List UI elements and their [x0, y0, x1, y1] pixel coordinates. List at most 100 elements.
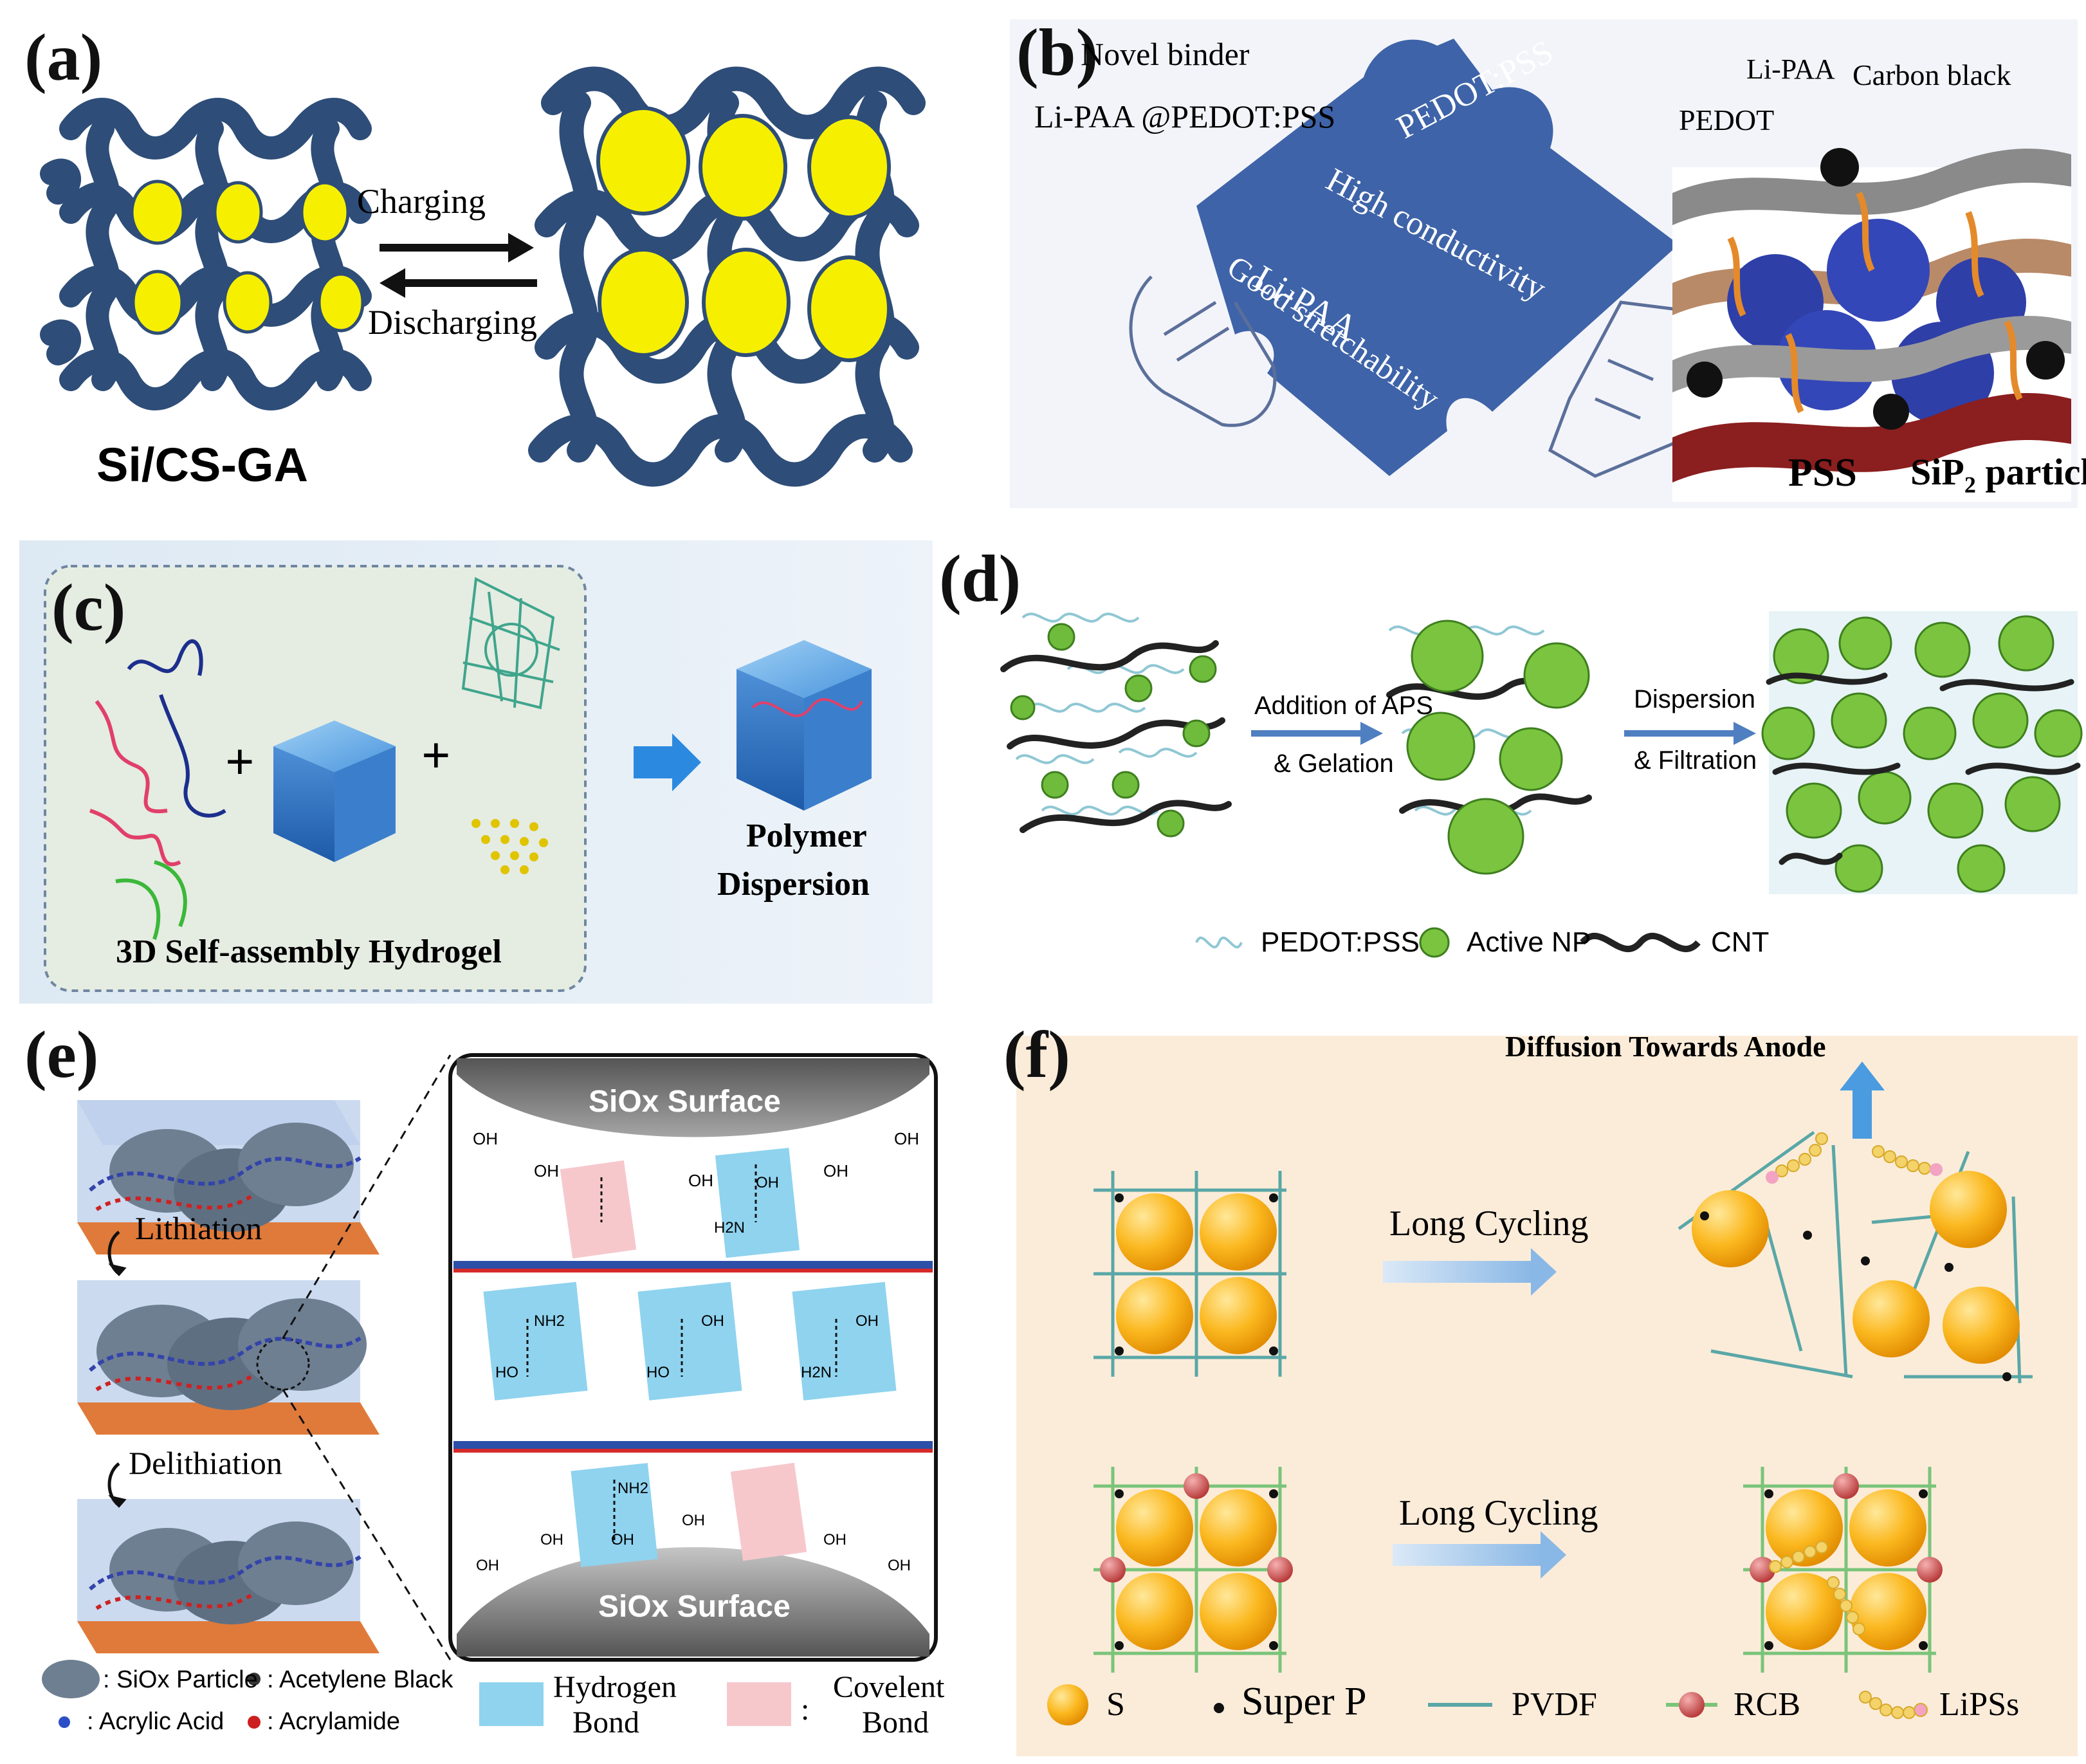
electrode-pristine [77, 1100, 380, 1254]
oh-label-b1: OH [611, 1531, 634, 1548]
panel-c: (c) + + 3D Self-assembly Hydrogel Polyme… [0, 540, 939, 1004]
nanoparticle-dots [471, 819, 548, 874]
oh-label-mid-2: OH [701, 1312, 724, 1330]
legend-active-np-label: Active NP [1467, 926, 1591, 958]
diffusion-label: Diffusion Towards Anode [1505, 1030, 1826, 1063]
legend-s-label: S [1106, 1686, 1125, 1723]
oh-label-b5: OH [823, 1531, 846, 1548]
polymer-network-small [40, 98, 372, 410]
step1-arrow [1251, 722, 1383, 745]
ho-label-2: HO [646, 1364, 670, 1381]
panel-d-label: (d) [939, 542, 1021, 616]
rcb-beads-pristine [1100, 1473, 1293, 1583]
process-arcs [107, 1231, 127, 1508]
panel-b: (b) Novel binder Li-PAA @PEDOT:PSS PEDOT… [1003, 0, 2086, 515]
bond-dashes [526, 1164, 837, 1544]
nh2-label-bottom: NH2 [618, 1480, 649, 1497]
zoom-lines [282, 1054, 452, 1660]
sip2-rest: particle [1985, 451, 2086, 493]
discharging-label: Discharging [368, 303, 537, 342]
panel-b-graphic [1010, 19, 2078, 508]
legend-pedot-label: PEDOT:PSS [1261, 926, 1420, 958]
panel-e-label: (e) [24, 1018, 99, 1092]
hydrogel-box-caption: 3D Self-assembly Hydrogel [116, 933, 502, 970]
dispersion-line-2: Dispersion [717, 866, 870, 903]
long-cycling-label-2: Long Cycling [1399, 1493, 1598, 1533]
legend-acrylamide-label: : Acrylamide [267, 1708, 400, 1735]
si-particles-small [130, 179, 365, 335]
discharging-arrow [380, 268, 537, 298]
legend-active-np-glyph [1419, 927, 1450, 958]
panel-d: (d) Addition of APS & Gelation Dispersio… [939, 540, 2086, 1004]
panel-c-label: (c) [51, 571, 126, 645]
lipss-chains-diffusing [1775, 1132, 1931, 1177]
legend-covelent-bond-line-2: Bond [862, 1705, 929, 1740]
ho-label-1: HO [495, 1364, 518, 1381]
panel-f: (f) Diffusion Towards Anode Long Cycling… [1003, 1016, 2086, 1764]
legend-hydrogen-bond-glyph [479, 1682, 544, 1726]
legend-pvdf-label: PVDF [1512, 1686, 1597, 1723]
nh2-label-top: H2N [714, 1219, 746, 1236]
li-paa-label: Li-PAA [1746, 53, 1835, 85]
legend-acetylene-black-glyph [248, 1673, 261, 1686]
panel-f-graphic [1016, 1036, 2078, 1756]
long-cycling-arrow-2 [1393, 1531, 1566, 1579]
lipss-anchored [1769, 1541, 1865, 1635]
carbon-black-label: Carbon black [1853, 59, 2011, 91]
legend-sio-particle-label: : SiOx Particle [103, 1666, 258, 1693]
oh-label-1: OH [473, 1129, 498, 1148]
binder-name-label: Li-PAA @PEDOT:PSS [1034, 98, 1336, 134]
plus-sign-1: + [225, 734, 255, 791]
polymer-beads [89, 1156, 361, 1610]
legend-acrylamide-glyph [248, 1716, 261, 1729]
rcb-beads-cycled [1750, 1473, 1943, 1583]
legend-covelent-bond-glyph [727, 1682, 791, 1726]
legend-hydrogen-bond-line-1: Hydrogen [553, 1670, 677, 1704]
top-surface-label: SiOx Surface [589, 1085, 781, 1119]
step1-line-2: & Gelation [1274, 749, 1394, 778]
legend-acetylene-black-label: : Acetylene Black [267, 1666, 453, 1693]
puzzle-piece [1196, 39, 1679, 476]
pvdf-grid-pristine [1093, 1171, 1286, 1377]
hydrogel-cube [273, 721, 396, 862]
step1-line-1: Addition of APS [1254, 692, 1433, 720]
polymer-dispersion-cube [737, 640, 872, 811]
oh-label-3: OH [688, 1171, 713, 1190]
lithiation-label: Lithiation [135, 1210, 262, 1246]
sip2-main: SiP [1910, 451, 1964, 493]
legend-lipss-glyph [1859, 1691, 1928, 1719]
panel-b-label: (b) [1016, 15, 1099, 89]
oh-label-b4: OH [682, 1512, 705, 1529]
oh-label-b2: OH [476, 1557, 499, 1574]
super-p-dots-rcb [1115, 1489, 1278, 1650]
super-p-dots-degraded [1700, 1211, 2011, 1381]
panel-a-graphic [40, 66, 926, 487]
dispersed-network [1761, 611, 2083, 894]
step2-line-1: Dispersion [1634, 685, 1755, 713]
nh2-label-1: NH2 [534, 1312, 565, 1330]
legend-acrylic-acid-label: : Acrylic Acid [87, 1708, 224, 1735]
plus-sign-2: + [421, 728, 451, 784]
panel-d-graphic [1000, 611, 2083, 958]
delithiation-label: Delithiation [129, 1445, 282, 1481]
charging-label: Charging [357, 182, 486, 221]
panel-a: (a) Charging Discharging Si/CS-GA [0, 0, 952, 515]
diffusion-arrow [1840, 1061, 1885, 1139]
oh-label-b3: OH [540, 1531, 563, 1548]
covalent-bond-boxes [560, 1160, 807, 1561]
legend-acrylic-acid-glyph [59, 1716, 70, 1728]
step2-arrow [1624, 722, 1756, 745]
electrode-delithiated [77, 1499, 380, 1653]
panel-a-caption: Si/CS-GA [96, 438, 308, 492]
legend-hydrogen-bond-line-2: Bond [572, 1705, 640, 1740]
legend-super-p-glyph [1214, 1703, 1224, 1713]
legend-pedot-glyph [1195, 936, 1243, 949]
panel-f-label: (f) [1003, 1018, 1070, 1092]
interface-zoom-box [448, 1053, 938, 1662]
super-p-dots-rcb-cycled [1764, 1489, 1928, 1650]
legend-covelent-colon: : [801, 1693, 810, 1727]
dispersion-line-1: Polymer [746, 818, 867, 854]
legend-lipss-label: LiPSs [1939, 1686, 2020, 1723]
bottom-surface-label: SiOx Surface [598, 1590, 791, 1624]
legend-s-glyph [1047, 1684, 1088, 1725]
